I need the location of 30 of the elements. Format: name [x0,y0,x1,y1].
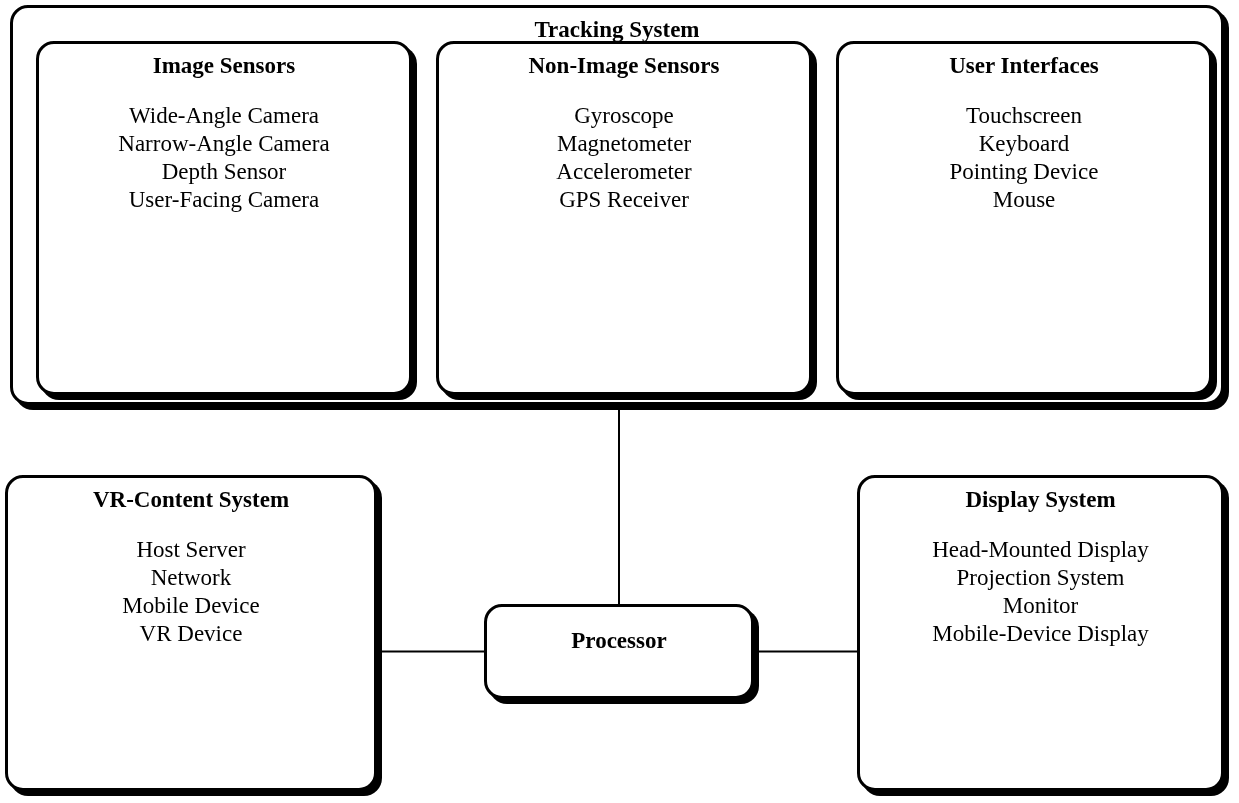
component-item: Head-Mounted Display [932,536,1149,564]
component-item: Touchscreen [966,102,1082,130]
connector-line [618,407,620,605]
box-heading: Non-Image Sensors [528,52,720,80]
component-item: Gyroscope [574,102,674,130]
component-item: Projection System [956,564,1125,592]
component-item: Wide-Angle Camera [129,102,319,130]
box-heading: VR-Content System [92,486,290,514]
box-heading: Tracking System [534,16,700,44]
connector-line [379,650,485,653]
box-heading: Image Sensors [152,52,296,80]
box-heading: Display System [965,486,1116,514]
component-item: Mouse [992,186,1056,214]
component-item: Mobile-Device Display [932,620,1149,648]
box-heading: User Interfaces [949,52,1099,80]
component-item: Accelerometer [556,158,692,186]
connector-line [756,650,858,653]
component-item: Host Server [136,536,246,564]
component-item: Monitor [1002,592,1079,620]
component-item: Narrow-Angle Camera [118,130,330,158]
component-item: Magnetometer [556,130,692,158]
component-item: Mobile Device [122,592,260,620]
component-item: Depth Sensor [161,158,287,186]
component-item: User-Facing Camera [128,186,320,214]
component-item: Pointing Device [949,158,1099,186]
component-item: Network [150,564,232,592]
component-item: Keyboard [978,130,1070,158]
component-item: VR Device [139,620,243,648]
component-item: GPS Receiver [559,186,689,214]
box-heading: Processor [571,626,667,655]
